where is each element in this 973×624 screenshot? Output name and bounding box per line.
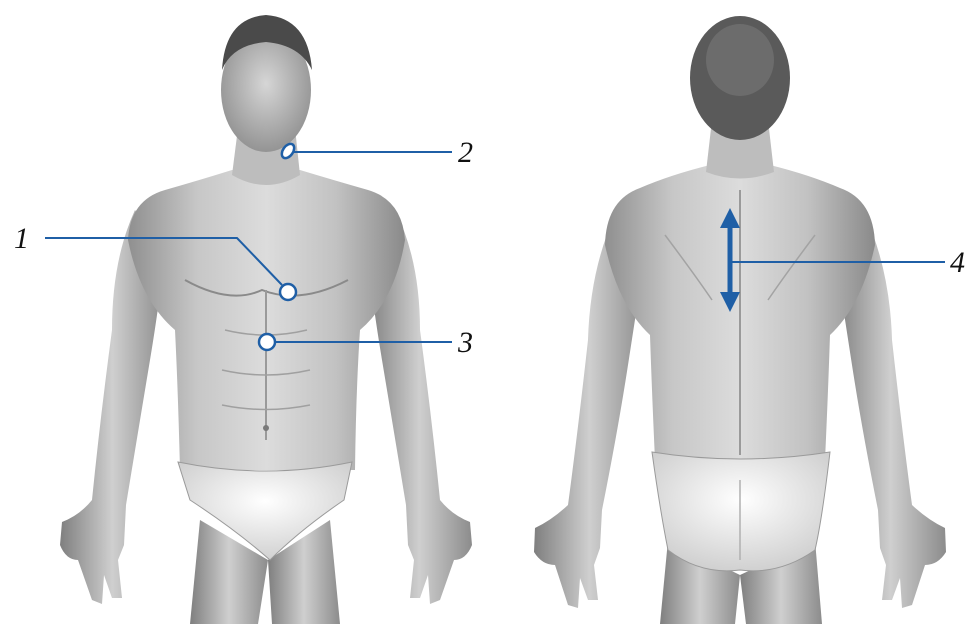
label-2: 2 (458, 136, 473, 169)
marker-1-circle (280, 284, 296, 300)
marker-3-circle (259, 334, 275, 350)
back-underwear (652, 452, 830, 571)
label-4: 4 (950, 246, 965, 279)
front-navel (263, 425, 269, 431)
label-1: 1 (14, 222, 29, 255)
back-hair-highlight (706, 24, 774, 96)
back-view (534, 16, 946, 624)
front-view (60, 15, 472, 624)
label-3: 3 (457, 326, 473, 359)
